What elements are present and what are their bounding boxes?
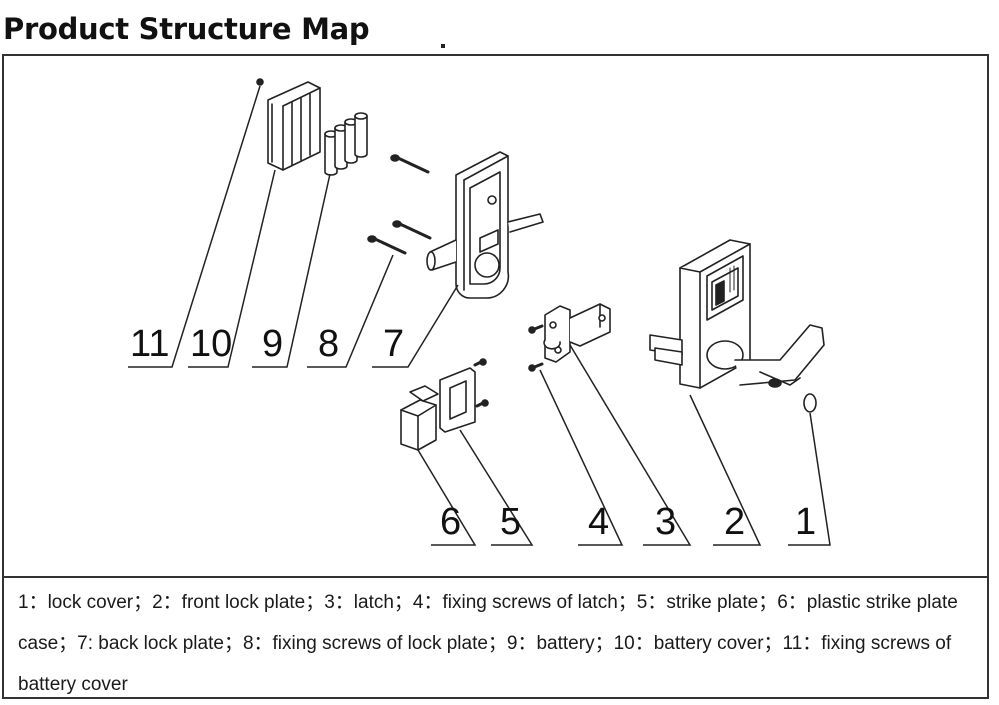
lock-plate-screws [367, 154, 432, 255]
callout-2: 2 [724, 501, 745, 543]
parts-legend: 1：lock cover；2：front lock plate；3：latch；… [18, 592, 958, 695]
latch [543, 303, 611, 363]
strike-plate [439, 358, 489, 433]
callout-1: 1 [795, 501, 816, 543]
battery-cover-screw [256, 78, 264, 86]
callout-10: 10 [190, 323, 232, 365]
callout-8: 8 [318, 323, 339, 365]
callout-11: 11 [130, 323, 169, 365]
page-title: Product Structure Map [3, 12, 370, 46]
callout-3: 3 [655, 501, 676, 543]
battery-cover [267, 81, 321, 171]
battery [324, 112, 368, 176]
callout-5: 5 [500, 501, 521, 543]
latch-screws [528, 324, 544, 372]
lock-cover [803, 393, 817, 413]
caption-divider [2, 576, 989, 578]
callout-4: 4 [588, 501, 609, 543]
callout-9: 9 [262, 323, 283, 365]
callout-7: 7 [383, 323, 404, 365]
strike-plate-case [400, 385, 439, 451]
back-lock-plate [426, 151, 544, 299]
front-lock-plate [649, 239, 825, 389]
title-dot [441, 44, 445, 48]
callout-6: 6 [440, 501, 461, 543]
leader-lines [128, 85, 831, 546]
